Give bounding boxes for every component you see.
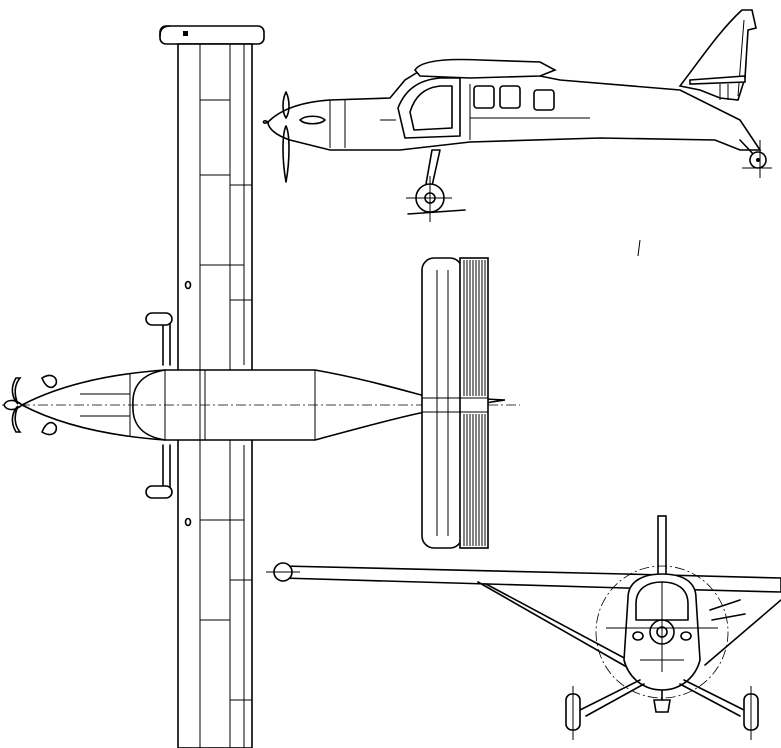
top-wheel-upper	[145, 312, 173, 326]
cabin-window-2	[499, 85, 521, 109]
elevator-hatching	[463, 260, 486, 546]
horizontal-tail	[421, 257, 489, 549]
front-fin	[657, 515, 667, 579]
front-wing	[281, 565, 781, 593]
side-fuselage	[267, 67, 762, 151]
top-view	[2, 25, 520, 748]
side-propeller	[282, 91, 290, 119]
side-view	[262, 9, 772, 257]
top-wheel-lower	[145, 485, 173, 499]
front-view	[266, 515, 781, 740]
vertical-tail	[678, 9, 757, 101]
cabin-window-3	[533, 89, 555, 111]
cabin-window-1	[473, 85, 495, 109]
